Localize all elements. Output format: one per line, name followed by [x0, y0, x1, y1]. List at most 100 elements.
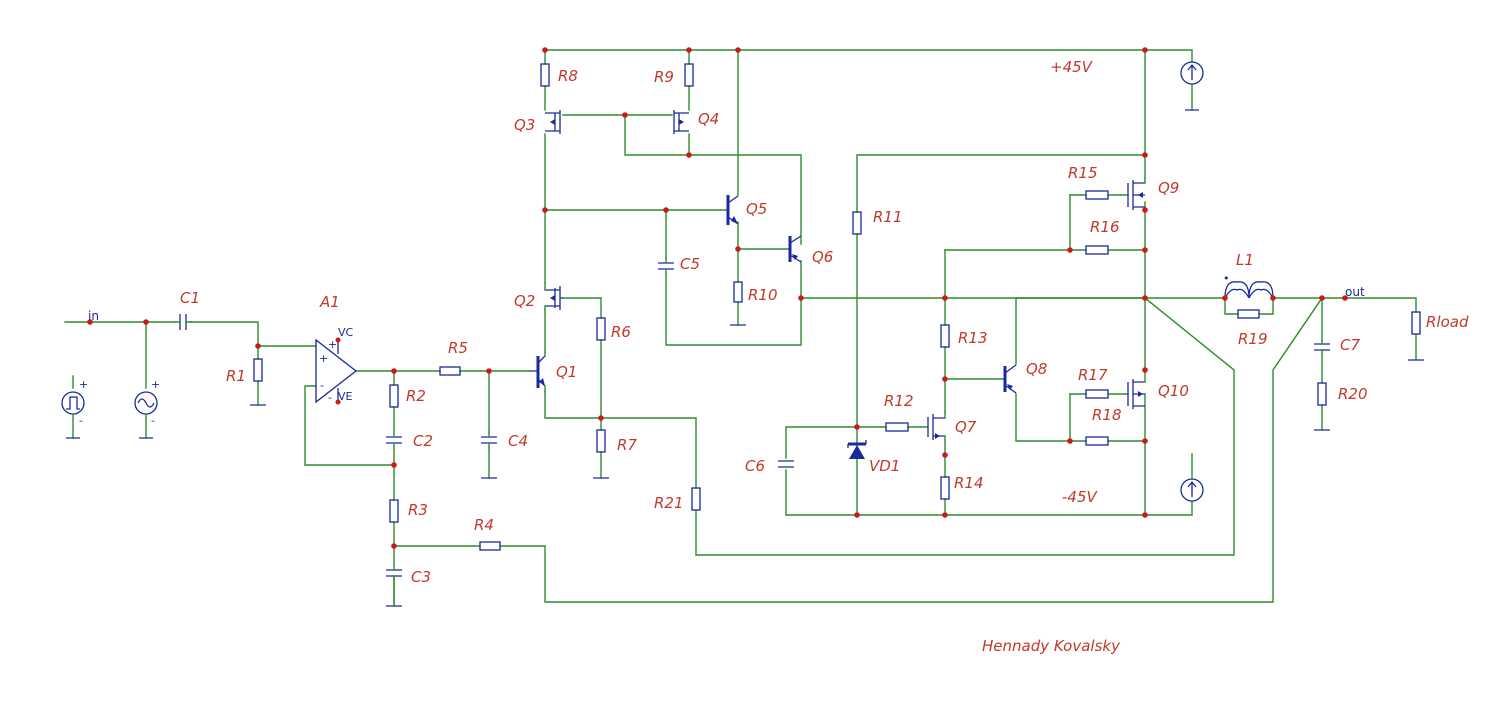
- capacitor-c2: [386, 431, 402, 449]
- transistor-q8: [1003, 364, 1017, 394]
- label-r20: R20: [1338, 385, 1368, 403]
- opamp-ve-minus: -: [328, 391, 332, 404]
- label-q6: Q6: [812, 248, 833, 266]
- opamp-vc-plus: +: [328, 338, 337, 351]
- label-q5: Q5: [746, 200, 767, 218]
- resistor-r13: [940, 324, 950, 348]
- label-q3: Q3: [514, 116, 535, 134]
- label-q2: Q2: [514, 292, 535, 310]
- label-r9: R9: [654, 68, 674, 86]
- resistor-r16: [1085, 245, 1109, 255]
- label-r8: R8: [558, 67, 578, 85]
- transistor-q2: [544, 282, 563, 311]
- supply-positive-label: +45V: [1050, 58, 1094, 76]
- transistor-q7: [927, 411, 946, 441]
- capacitor-c6: [778, 460, 794, 468]
- label-c6: C6: [745, 457, 765, 475]
- label-c7: C7: [1340, 336, 1360, 354]
- supply-negative-label: -45V: [1062, 488, 1098, 506]
- current-source-top-icon: [1180, 61, 1204, 111]
- label-r14: R14: [954, 474, 984, 492]
- wires: [64, 49, 1417, 603]
- resistor-r4: [479, 541, 501, 551]
- resistor-r11: [852, 211, 862, 235]
- label-q9: Q9: [1158, 179, 1179, 197]
- transistor-q9: [1127, 177, 1146, 211]
- resistor-r10: [733, 281, 743, 303]
- resistor-r7: [596, 429, 606, 453]
- resistor-r20: [1317, 382, 1327, 406]
- net-out-label: out: [1345, 285, 1365, 299]
- label-r10: R10: [748, 286, 778, 304]
- zener-diode-vd1: [847, 440, 867, 459]
- resistor-r15: [1085, 190, 1109, 200]
- inductor-dot: •: [1223, 272, 1230, 285]
- sine-source-icon: + -: [134, 378, 160, 439]
- step-source-icon: + -: [61, 375, 88, 439]
- net-in-label: in: [88, 309, 99, 323]
- label-r12: R12: [884, 392, 914, 410]
- label-r5: R5: [448, 339, 468, 357]
- step-source-minus: -: [79, 414, 83, 427]
- opamp-a1: + - VC VE + -: [315, 326, 358, 405]
- resistor-r1: [253, 358, 263, 382]
- label-r21: R21: [654, 494, 684, 512]
- resistor-r3: [389, 499, 399, 523]
- resistor-r5: [439, 366, 461, 376]
- capacitor-c4: [481, 431, 497, 449]
- transistor-q1: [530, 351, 546, 393]
- opamp-pin-ve: VE: [338, 390, 353, 403]
- transistor-q5: [726, 195, 739, 225]
- resistor-r17: [1085, 389, 1109, 399]
- transistor-q3: [545, 110, 561, 134]
- label-c1: C1: [180, 289, 200, 307]
- ground-stubs: [66, 109, 1424, 607]
- capacitor-c5: [658, 257, 674, 275]
- opamp-pin-vc: VC: [338, 326, 354, 339]
- resistor-r21: [691, 487, 701, 511]
- capacitor-c1: [174, 314, 192, 330]
- label-r1: R1: [226, 367, 246, 385]
- inductor-l1: •: [1223, 272, 1274, 299]
- label-vd1: VD1: [869, 457, 900, 475]
- label-q8: Q8: [1026, 360, 1047, 378]
- label-r3: R3: [408, 501, 428, 519]
- resistor-r14: [940, 476, 950, 500]
- sine-source-plus: +: [151, 378, 160, 391]
- opamp-plus-sign: +: [319, 352, 328, 365]
- label-r19: R19: [1238, 330, 1268, 348]
- resistor-r6: [596, 317, 606, 341]
- label-r2: R2: [406, 387, 426, 405]
- resistor-r2: [389, 384, 399, 408]
- resistor-r8: [540, 63, 550, 87]
- label-q7: Q7: [955, 418, 977, 436]
- resistor-r9: [684, 63, 694, 87]
- label-c3: C3: [411, 568, 431, 586]
- label-r15: R15: [1068, 164, 1098, 182]
- resistor-rload: [1411, 311, 1421, 335]
- label-c4: C4: [508, 432, 528, 450]
- label-rload: Rload: [1426, 313, 1469, 331]
- transistor-q6: [788, 235, 802, 263]
- transistor-q4: [673, 110, 689, 134]
- resistor-r19: [1237, 309, 1260, 319]
- label-r6: R6: [611, 323, 631, 341]
- current-source-bottom-icon: [1180, 453, 1204, 502]
- resistor-r12: [885, 422, 909, 432]
- label-q1: Q1: [556, 363, 577, 381]
- label-c2: C2: [413, 432, 433, 450]
- label-q10: Q10: [1158, 382, 1189, 400]
- label-r4: R4: [474, 516, 494, 534]
- transistor-q10: [1127, 369, 1146, 409]
- label-l1: L1: [1236, 251, 1254, 269]
- label-r18: R18: [1092, 406, 1122, 424]
- capacitor-c7: [1314, 339, 1330, 355]
- author-credit: Hennady Kovalsky: [982, 637, 1121, 655]
- label-r16: R16: [1090, 218, 1120, 236]
- label-r13: R13: [958, 329, 988, 347]
- opamp-a1-label: A1: [319, 293, 340, 311]
- label-q4: Q4: [698, 110, 719, 128]
- label-c5: C5: [680, 255, 700, 273]
- step-source-plus: +: [79, 378, 88, 391]
